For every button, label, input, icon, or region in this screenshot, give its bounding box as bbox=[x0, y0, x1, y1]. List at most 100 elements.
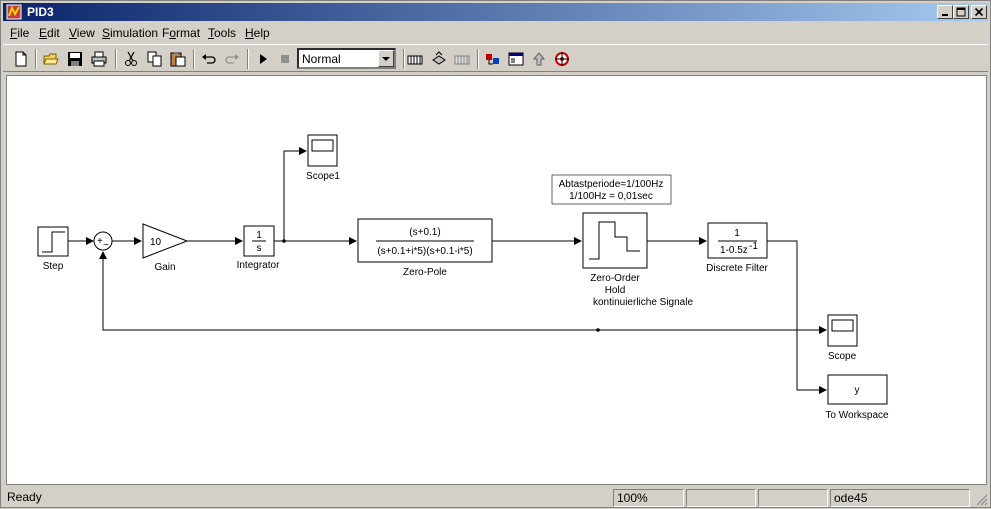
gain-block[interactable]: 10 Gain bbox=[142, 223, 189, 273]
minimize-icon bbox=[942, 14, 948, 16]
discrete-filter-label: Discrete Filter bbox=[706, 263, 768, 274]
toolbar-separator bbox=[477, 49, 479, 69]
debug-button[interactable] bbox=[552, 49, 572, 69]
simulink-logo-icon bbox=[6, 4, 22, 20]
redo-icon bbox=[225, 54, 239, 64]
status-panel-3 bbox=[758, 489, 828, 507]
menu-simulation[interactable]: Simulation bbox=[102, 26, 159, 40]
zoh-label-line-2: Hold bbox=[605, 285, 626, 296]
to-workspace-label: To Workspace bbox=[825, 410, 889, 421]
zero-pole-label: Zero-Pole bbox=[403, 267, 447, 278]
toolbar-separator bbox=[247, 49, 249, 69]
menu-file[interactable]: File bbox=[10, 26, 30, 40]
save-button[interactable] bbox=[65, 49, 85, 69]
grid-button[interactable] bbox=[452, 49, 472, 69]
branch-point bbox=[282, 239, 286, 243]
gain-value: 10 bbox=[150, 237, 162, 248]
simulation-mode-select[interactable]: Normal bbox=[297, 48, 396, 69]
step-label: Step bbox=[43, 261, 64, 272]
discrete-filter-numerator: 1 bbox=[734, 228, 740, 239]
menu-edit[interactable]: Edit bbox=[39, 26, 60, 40]
scissors-icon bbox=[125, 51, 137, 66]
step-block[interactable]: Step bbox=[37, 226, 69, 272]
copy-icon bbox=[147, 51, 162, 67]
to-workspace-variable: y bbox=[855, 385, 860, 396]
resize-grip-icon[interactable] bbox=[975, 493, 988, 506]
save-disk-icon bbox=[68, 52, 82, 66]
signal-lines bbox=[68, 147, 827, 394]
chevron-down-icon[interactable] bbox=[378, 50, 394, 67]
update-diagram-icon bbox=[432, 51, 446, 65]
arrow-up-icon bbox=[532, 52, 546, 66]
block-diagram: Step + − 10 Gain 1 s Integrator bbox=[37, 134, 889, 421]
maximize-button[interactable] bbox=[953, 5, 969, 19]
open-button[interactable] bbox=[41, 49, 61, 69]
integrator-denominator: s bbox=[257, 243, 262, 254]
annotation-line-1: Abtastperiode=1/100Hz bbox=[559, 179, 664, 190]
zero-order-hold-block[interactable]: Zero-Order Hold kontinuierliche Signale bbox=[582, 212, 693, 308]
start-simulation-button[interactable] bbox=[253, 49, 273, 69]
go-to-parent-button[interactable] bbox=[529, 49, 549, 69]
debug-target-icon bbox=[555, 52, 569, 66]
paste-clipboard-icon bbox=[170, 52, 186, 67]
menu-view[interactable]: View bbox=[69, 26, 95, 40]
stop-simulation-button[interactable] bbox=[275, 49, 295, 69]
menu-format[interactable]: Format bbox=[162, 26, 201, 40]
sum-minus-label: − bbox=[103, 240, 109, 251]
redo-button[interactable] bbox=[222, 49, 242, 69]
sum-block[interactable]: + − bbox=[93, 231, 113, 251]
signal-feedback bbox=[99, 251, 797, 331]
menu-bar: File Edit View Simulation Format Tools H… bbox=[3, 23, 988, 43]
paste-button[interactable] bbox=[168, 49, 188, 69]
discrete-filter-block[interactable]: 1 1-0.5z -1 Discrete Filter bbox=[706, 222, 769, 274]
cut-button[interactable] bbox=[121, 49, 141, 69]
zero-pole-numerator: (s+0.1) bbox=[409, 227, 440, 238]
printer-icon bbox=[91, 51, 107, 67]
integrator-label: Integrator bbox=[237, 260, 280, 271]
toolbar-separator bbox=[35, 49, 37, 69]
open-folder-icon bbox=[43, 53, 59, 65]
sample-period-annotation[interactable]: Abtastperiode=1/100Hz 1/100Hz = 0,01sec bbox=[551, 174, 672, 205]
solver-name: ode45 bbox=[830, 489, 970, 507]
integrator-block[interactable]: 1 s Integrator bbox=[237, 225, 280, 271]
sum-plus-label: + bbox=[97, 236, 103, 247]
model-canvas[interactable]: Step + − 10 Gain 1 s Integrator bbox=[6, 75, 987, 485]
library-browser-icon bbox=[486, 54, 499, 65]
print-button[interactable] bbox=[89, 49, 109, 69]
undo-button[interactable] bbox=[199, 49, 219, 69]
scope-label: Scope bbox=[828, 351, 857, 362]
simulation-mode-value: Normal bbox=[302, 52, 341, 66]
toolbar-separator bbox=[115, 49, 117, 69]
new-model-button[interactable] bbox=[11, 49, 31, 69]
minimize-button[interactable] bbox=[937, 5, 953, 19]
maximize-icon bbox=[956, 7, 966, 17]
integrator-numerator: 1 bbox=[256, 230, 262, 241]
toolbar: Normal bbox=[3, 44, 988, 72]
to-workspace-block[interactable]: y To Workspace bbox=[825, 374, 889, 421]
model-explorer-icon bbox=[508, 52, 524, 66]
stop-icon bbox=[281, 55, 289, 63]
copy-button[interactable] bbox=[145, 49, 165, 69]
menu-help[interactable]: Help bbox=[245, 26, 270, 40]
scope-block[interactable]: Scope bbox=[827, 314, 858, 362]
title-bar[interactable]: PID3 bbox=[3, 3, 988, 21]
signal-filter-to-workspace bbox=[767, 240, 827, 394]
zoh-label-line-1: Zero-Order bbox=[590, 273, 640, 284]
update-diagram-button[interactable] bbox=[429, 49, 449, 69]
discrete-filter-denominator: 1-0.5z bbox=[720, 245, 748, 256]
close-icon bbox=[974, 7, 984, 17]
build-button[interactable] bbox=[405, 49, 425, 69]
scope1-block[interactable]: Scope1 bbox=[306, 134, 340, 182]
branch-point bbox=[596, 328, 600, 332]
annotation-line-2: 1/100Hz = 0,01sec bbox=[569, 191, 653, 202]
toolbar-separator bbox=[403, 49, 405, 69]
library-browser-button[interactable] bbox=[483, 49, 503, 69]
close-button[interactable] bbox=[971, 5, 987, 19]
zero-pole-block[interactable]: (s+0.1) (s+0.1+i*5)(s+0.1-i*5) Zero-Pole bbox=[357, 218, 493, 278]
window-title: PID3 bbox=[27, 5, 54, 19]
menu-tools[interactable]: Tools bbox=[208, 26, 237, 40]
model-explorer-button[interactable] bbox=[506, 49, 526, 69]
gain-label: Gain bbox=[154, 262, 175, 273]
status-text: Ready bbox=[7, 490, 42, 504]
